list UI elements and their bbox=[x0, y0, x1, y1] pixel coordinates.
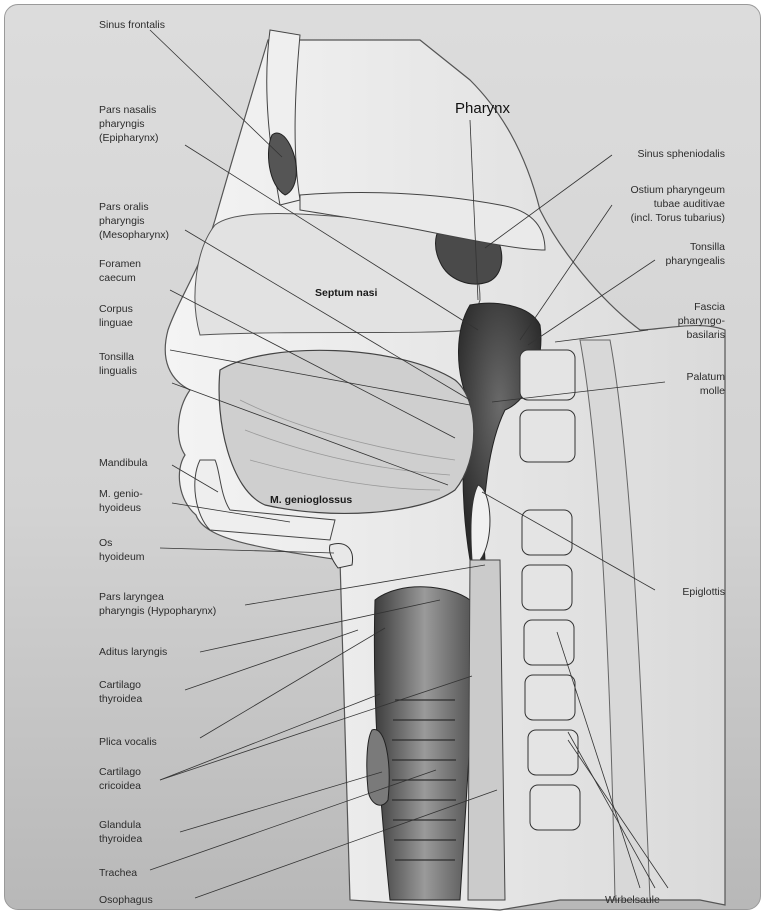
label-epiglottis: Epiglottis bbox=[682, 585, 725, 599]
label-cartilago-cricoidea: Cartilago cricoidea bbox=[99, 765, 141, 793]
vertebral-column bbox=[520, 350, 580, 830]
septum-nasi-label: Septum nasi bbox=[315, 286, 377, 300]
label-cartilago-thyroidea: Cartilago thyroidea bbox=[99, 678, 142, 706]
label-fascia-pharyngobasilaris: Fascia pharyngo- basilaris bbox=[678, 300, 725, 342]
label-m-geniohyoideus: M. genio- hyoideus bbox=[99, 487, 143, 515]
genioglossus-label: M. genioglossus bbox=[270, 493, 352, 507]
label-tonsilla-lingualis: Tonsilla lingualis bbox=[99, 350, 137, 378]
esophagus bbox=[468, 560, 505, 900]
label-pars-laryngea: Pars laryngea pharyngis (Hypopharynx) bbox=[99, 590, 216, 618]
label-ostium-pharyngeum: Ostium pharyngeum tubae auditivae (incl.… bbox=[630, 183, 725, 225]
label-sinus-sphenoidalis: Sinus spheniodalis bbox=[637, 147, 725, 161]
tongue bbox=[219, 350, 474, 513]
label-sinus-frontalis: Sinus frontalis bbox=[99, 18, 165, 32]
label-trachea: Trachea bbox=[99, 866, 137, 880]
label-osophagus: Osophagus bbox=[99, 893, 153, 907]
label-os-hyoideum: Os hyoideum bbox=[99, 536, 145, 564]
label-foramen-caecum: Foramen caecum bbox=[99, 257, 141, 285]
larynx bbox=[374, 587, 475, 900]
label-plica-vocalis: Plica vocalis bbox=[99, 735, 157, 749]
label-pars-oralis: Pars oralis pharyngis (Mesopharynx) bbox=[99, 200, 169, 242]
label-mandibula: Mandibula bbox=[99, 456, 147, 470]
label-corpus-linguae: Corpus linguae bbox=[99, 302, 133, 330]
pharynx-title: Pharynx bbox=[455, 102, 510, 116]
label-wirbelsaule: Wirbelsaule bbox=[605, 893, 660, 907]
label-pars-nasalis: Pars nasalis pharyngis (Epipharynx) bbox=[99, 103, 159, 145]
label-glandula-thyroidea: Glandula thyroidea bbox=[99, 818, 142, 846]
label-palatum-molle: Palatum molle bbox=[686, 370, 725, 398]
label-tonsilla-pharyngealis: Tonsilla pharyngealis bbox=[665, 240, 725, 268]
label-aditus-laryngis: Aditus laryngis bbox=[99, 645, 167, 659]
